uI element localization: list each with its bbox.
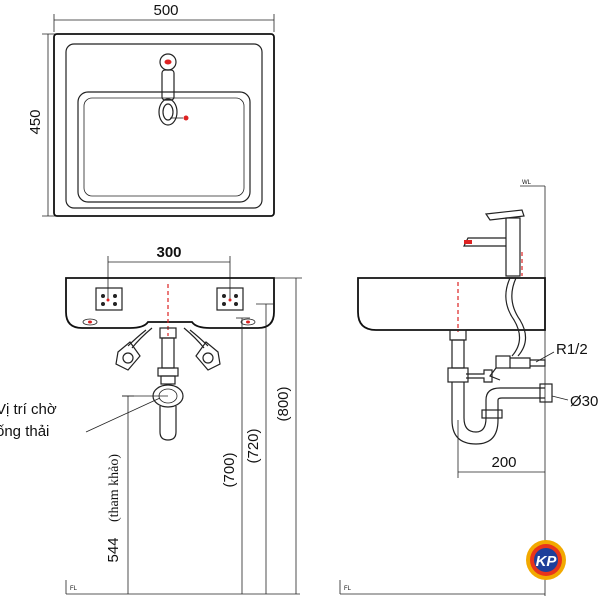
bracket-spacing-dimension: 300 [156,244,181,261]
outlet-size-label: Ø30 [570,393,598,410]
angle-valve-side [489,355,546,381]
inlet-size-label: R1/2 [556,341,588,358]
wall-label: WL [522,180,532,186]
floor-label-front: FL [70,586,78,592]
flexible-hose [505,277,521,357]
faucet-side-icon [463,209,525,277]
drain-height-note: (tham khảo) [107,454,122,522]
wall-bracket-right [216,287,244,311]
side-view: WL [339,180,598,596]
dimension-720: (720) [245,428,262,463]
top-height-dimension: 450 [27,109,44,134]
dimension-700: (700) [221,452,238,487]
basin-front-body [65,277,275,329]
drain-note-line-1: Vị trí chờ [0,401,57,418]
dimension-800: (800) [275,386,292,421]
drain-trap-front [152,327,184,441]
logo-inner-disc [534,548,558,572]
faucet-top-icon [158,53,189,126]
logo-letters: KP [536,553,558,570]
drain-note-line-2: ống thải [0,423,49,440]
drain-note-leader [85,397,161,433]
top-view: 500 450 [27,2,275,217]
basin-side-body [357,277,546,331]
top-width-dimension: 500 [153,2,178,19]
angle-valve-left [115,327,153,371]
basin-rim [65,43,263,209]
brand-logo: KP [526,540,566,580]
floor-label-side: FL [344,586,352,592]
wall-bracket-left [95,287,123,311]
front-view: 300 [0,244,302,595]
depth-dimension: 200 [491,454,516,471]
angle-valve-right [183,327,221,371]
drain-trap-side [447,329,553,445]
basin-outer-outline [53,33,275,217]
basin-bowl [77,91,251,203]
drain-height-dimension: 544 [105,537,122,562]
